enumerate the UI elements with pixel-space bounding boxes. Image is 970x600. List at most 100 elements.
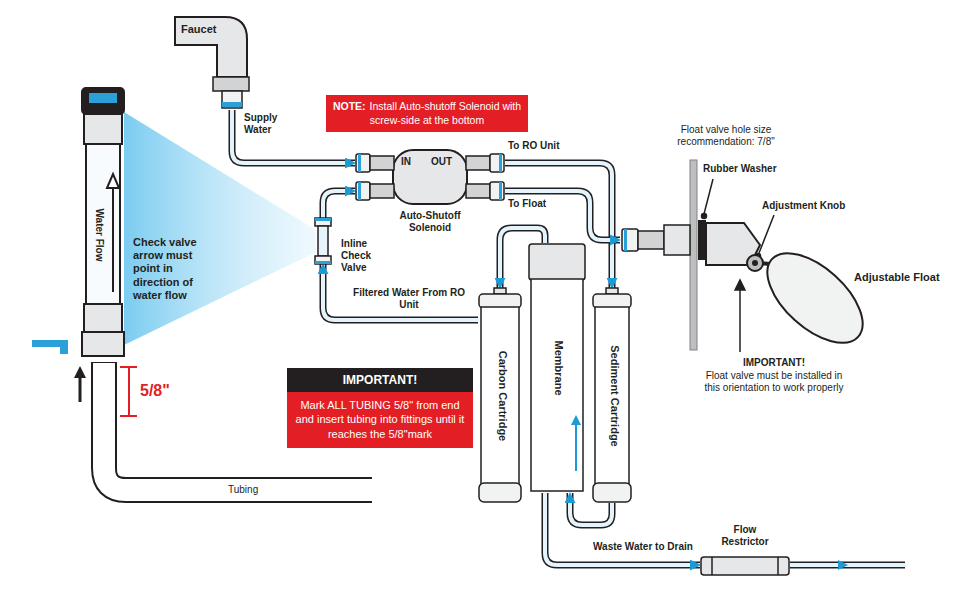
rect-part: [593, 483, 631, 502]
rect-part: [595, 307, 629, 484]
node-text: Inline Check Valve: [341, 238, 383, 274]
node-text: IMPORTANT!: [287, 368, 473, 392]
flow-arrow: [838, 560, 848, 570]
tube-outline: [323, 191, 355, 218]
rect-part: [356, 182, 370, 200]
rect-part: [86, 144, 120, 304]
line-part: [759, 215, 774, 253]
polygon-part: [107, 174, 119, 188]
faucet: Faucet: [175, 15, 250, 110]
membrane-housing: Membrane: [528, 243, 586, 493]
flow-restrictor-shape: [700, 556, 790, 576]
tube-core: [323, 191, 355, 218]
line-part: [704, 179, 713, 214]
rect-part: [593, 294, 631, 308]
rect-part: [466, 184, 490, 198]
tube-connector: [505, 191, 620, 240]
line-part: [739, 288, 741, 352]
rect-part: [315, 261, 331, 264]
line-part: [777, 557, 779, 575]
rect-part: [499, 182, 502, 200]
node-text: Membrane: [549, 261, 565, 475]
insert-arrow: [74, 366, 86, 402]
node-text: Faucet: [181, 23, 216, 36]
tube-outline: [545, 493, 700, 565]
node-text: NOTE:: [333, 100, 366, 112]
node-text: Carbon Cartridge: [492, 306, 508, 485]
rect-part: [82, 332, 124, 356]
note-label: Tubing: [228, 484, 258, 496]
tube-outline: [505, 191, 620, 240]
node-text: Auto-Shutoff Solenoid: [385, 210, 475, 234]
node-text: Mark ALL TUBING 5/8" from end and insert…: [287, 392, 473, 448]
rect-part: [370, 184, 394, 198]
note-label: IMPORTANT!: [698, 357, 850, 369]
polygon-part: [735, 280, 745, 290]
rect-part: [664, 225, 690, 255]
circle-part: [752, 260, 758, 266]
rect-part: [356, 154, 370, 172]
line-part: [575, 419, 577, 471]
check-valve-shape: [313, 218, 333, 264]
rect-part: [358, 154, 361, 172]
rect-part: [499, 154, 502, 172]
solenoid-valve: INOUTAuto-Shutoff Solenoid: [355, 148, 505, 206]
node-text: Install Auto-shutoff Solenoid with screw…: [370, 100, 522, 126]
float-valve-shape: [620, 215, 920, 355]
rect-part: [318, 226, 328, 256]
tube-core: [505, 191, 620, 240]
rect-part: [222, 102, 242, 107]
rect-part: [490, 182, 504, 200]
node-text: Adjustable Float: [854, 271, 940, 284]
rect-part: [701, 557, 789, 575]
solenoid-valve-shape: [355, 148, 505, 206]
rect-part: [89, 93, 117, 103]
tube-connector: [323, 191, 355, 218]
line-part: [128, 367, 130, 416]
rect-part: [494, 288, 506, 294]
rect-part: [84, 114, 122, 144]
node-text: IN: [401, 156, 411, 168]
carbon-cartridge: Carbon Cartridge: [478, 288, 522, 503]
note-label: Rubber Washer: [703, 163, 777, 175]
tube-clip: [32, 340, 68, 354]
note-box: NOTE: Install Auto-shutoff Solenoid with …: [326, 95, 528, 132]
rect-part: [622, 229, 638, 251]
line-part: [112, 184, 114, 292]
check-valve-closeup: [82, 88, 124, 356]
note-label: Float valve must be installed in this or…: [698, 370, 850, 394]
node-text: Sediment Cartridge: [604, 306, 620, 485]
edge-label: Waste Water to Drain: [592, 541, 694, 553]
note-label: Water Flow: [89, 200, 105, 270]
rect-part: [490, 154, 504, 172]
sediment-cartridge: Sediment Cartridge: [592, 288, 632, 503]
node-text: Flow Restrictor: [715, 524, 775, 548]
line-part: [711, 557, 713, 575]
rect-part: [624, 229, 627, 251]
rect-part: [479, 294, 521, 308]
rect-part: [393, 150, 467, 204]
path-part: [175, 17, 247, 77]
rect-part: [82, 88, 124, 114]
important-box: IMPORTANT!Mark ALL TUBING 5/8" from end …: [287, 368, 473, 448]
rect-part: [84, 304, 122, 332]
rect-part: [481, 307, 519, 484]
circle-part: [747, 255, 763, 271]
rect-part: [606, 288, 618, 294]
rect-part: [479, 483, 521, 502]
rect-part: [370, 156, 394, 170]
rect-part: [315, 218, 331, 226]
rect-part: [213, 77, 249, 91]
dimension-mark: [120, 367, 137, 416]
rect-part: [466, 156, 490, 170]
wall: [690, 160, 697, 350]
tube-core: [545, 493, 700, 565]
rect-part: [698, 220, 706, 260]
edge-label: To Float: [507, 198, 547, 210]
rect-part: [638, 231, 664, 249]
note-label: 5/8": [140, 381, 170, 400]
note-label: Check valve arrow must point in directio…: [133, 236, 217, 302]
polygon-part: [74, 366, 86, 378]
note-label: Float valve hole size recommendation: 7/…: [650, 124, 802, 148]
rect-part: [315, 256, 331, 264]
